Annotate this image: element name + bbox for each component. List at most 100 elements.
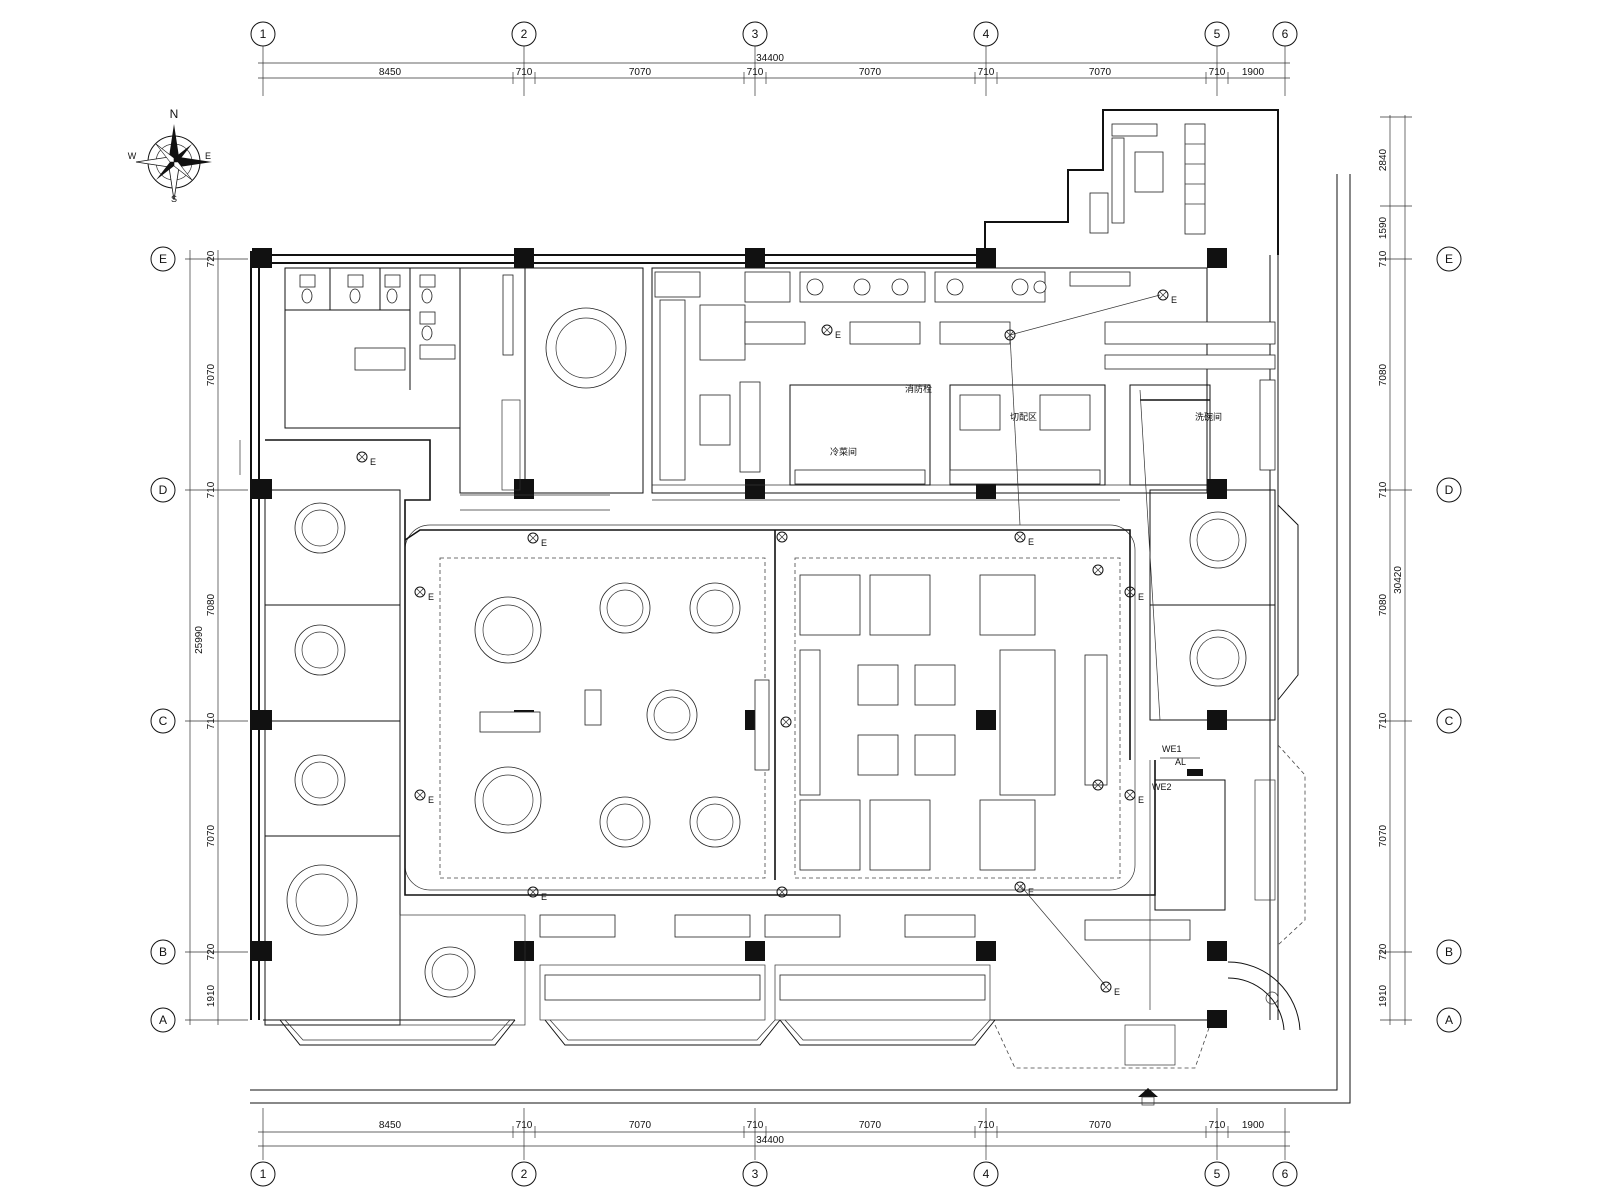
cold-dish-room-label: 冷菜间: [830, 446, 857, 457]
right-dim-seg-10: 1910: [1378, 984, 1389, 1007]
grid-row-e-left: E: [159, 252, 167, 266]
grid-col-2-bottom: 2: [521, 1167, 528, 1181]
washbasin-counter: [354, 347, 406, 371]
round-table: [689, 582, 741, 634]
emergency-light-icon: E: [414, 789, 434, 805]
emergency-light-icon: [1092, 779, 1104, 791]
grid-row-e-right: E: [1445, 252, 1453, 266]
top-dim-total: 34400: [756, 53, 784, 64]
round-table: [545, 307, 627, 389]
left-dim-seg-5: 710: [206, 712, 217, 729]
round-table: [286, 864, 358, 936]
bottom-dim-seg-2: 710: [516, 1120, 533, 1131]
grid-col-4-bottom: 4: [983, 1167, 990, 1181]
emergency-lights: E E E E E E E E E E E E: [356, 289, 1177, 997]
right-dim-seg-9: 720: [1378, 943, 1389, 960]
bottom-dim-seg-4: 710: [747, 1120, 764, 1131]
emergency-light-icon: [1004, 329, 1016, 341]
round-table: [424, 946, 476, 998]
grid-col-4-top: 4: [983, 27, 990, 41]
emergency-light-icon: E: [527, 886, 547, 902]
round-table: [474, 766, 542, 834]
grid-row-a-left: A: [159, 1013, 167, 1027]
toilet-icon: [419, 311, 436, 341]
cutting-area-label: 切配区: [1010, 412, 1037, 422]
right-grid-bubbles: E D C B A: [1436, 246, 1462, 1033]
bottom-dim-seg-1: 8450: [379, 1120, 402, 1131]
fire-hydrant-label: 消防栓: [905, 383, 932, 394]
grid-col-6-bottom: 6: [1282, 1167, 1289, 1181]
top-dim-seg-7: 7070: [1089, 67, 1112, 78]
left-dimension-chain: 720 7070 710 7080 710 7070 720 1910 2599…: [185, 250, 248, 1025]
left-dim-total: 25990: [194, 626, 205, 654]
right-dim-seg-1: 2840: [1378, 148, 1389, 171]
bottom-dim-seg-3: 7070: [629, 1120, 652, 1131]
grid-col-5-bottom: 5: [1214, 1167, 1221, 1181]
left-dim-seg-6: 7070: [206, 824, 217, 847]
round-table: [689, 796, 741, 848]
left-dim-seg-1: 720: [206, 250, 217, 267]
emergency-light-icon: E: [1014, 531, 1034, 547]
emergency-light-label: E: [1028, 537, 1034, 547]
round-table: [599, 582, 651, 634]
emergency-light-label: E: [1028, 887, 1034, 897]
left-dim-seg-8: 1910: [206, 984, 217, 1007]
emergency-light-icon: E: [356, 451, 376, 467]
cable-routing: [265, 294, 1210, 1010]
round-table: [474, 596, 542, 664]
top-dim-seg-8: 710: [1209, 67, 1226, 78]
top-dim-seg-1: 8450: [379, 67, 402, 78]
left-grid-bubbles: E D C B A: [150, 246, 176, 1033]
emergency-light-icon: [780, 716, 792, 728]
bottom-dim-seg-8: 710: [1209, 1120, 1226, 1131]
toilet-icon: [419, 274, 436, 304]
emergency-light-label: E: [428, 795, 434, 805]
emergency-light-label: E: [428, 592, 434, 602]
bottom-dim-seg-9: 1900: [1242, 1120, 1265, 1131]
emergency-light-icon: [1092, 564, 1104, 576]
grid-row-b-left: B: [159, 945, 167, 959]
bottom-dimension-chain: 8450 710 7070 710 7070 710 7070 710 1900…: [258, 1108, 1290, 1160]
panel-we1-label: WE1: [1162, 744, 1182, 754]
right-dim-total: 30420: [1393, 566, 1404, 594]
round-table: [1189, 511, 1247, 569]
right-dim-seg-2: 1590: [1378, 216, 1389, 239]
kitchen-labels: 冷菜间 切配区 洗碗间 消防栓: [830, 383, 1222, 457]
round-table: [294, 502, 346, 554]
grid-row-c-right: C: [1445, 714, 1454, 728]
toilet-icon: [384, 274, 401, 304]
toilet-icon: [347, 274, 364, 304]
emergency-light-icon: [776, 886, 788, 898]
emergency-light-icon: [776, 531, 788, 543]
bottom-dim-total: 34400: [756, 1135, 784, 1146]
emergency-light-icon: E: [527, 532, 547, 548]
interior-walls: [264, 267, 1276, 1026]
grid-row-c-left: C: [159, 714, 168, 728]
grid-row-d-left: D: [159, 483, 168, 497]
emergency-light-icon: E: [414, 586, 434, 602]
emergency-light-label: E: [835, 330, 841, 340]
round-table: [294, 624, 346, 676]
grid-row-b-right: B: [1445, 945, 1453, 959]
round-table: [294, 754, 346, 806]
compass-rose-icon: N S E W: [128, 107, 212, 204]
compass-west-label: W: [128, 151, 137, 161]
top-dim-seg-3: 7070: [629, 67, 652, 78]
site-boundary: [250, 174, 1351, 1104]
panel-we2-label: WE2: [1152, 782, 1172, 792]
emergency-light-icon: E: [1014, 881, 1034, 897]
right-dim-seg-4: 7080: [1378, 363, 1389, 386]
grid-col-3-bottom: 3: [752, 1167, 759, 1181]
grid-col-3-top: 3: [752, 27, 759, 41]
panel-al-label: AL: [1175, 757, 1186, 767]
emergency-light-label: E: [1114, 987, 1120, 997]
emergency-light-label: E: [1138, 795, 1144, 805]
right-dim-seg-7: 710: [1378, 712, 1389, 729]
bottom-dim-seg-5: 7070: [859, 1120, 882, 1131]
restroom-fixtures: [299, 274, 514, 371]
electrical-panels: WE1 AL WE2: [1152, 744, 1203, 792]
round-table: [646, 689, 698, 741]
grid-row-a-right: A: [1445, 1013, 1453, 1027]
toilet-icon: [299, 274, 316, 304]
emergency-light-label: E: [370, 457, 376, 467]
